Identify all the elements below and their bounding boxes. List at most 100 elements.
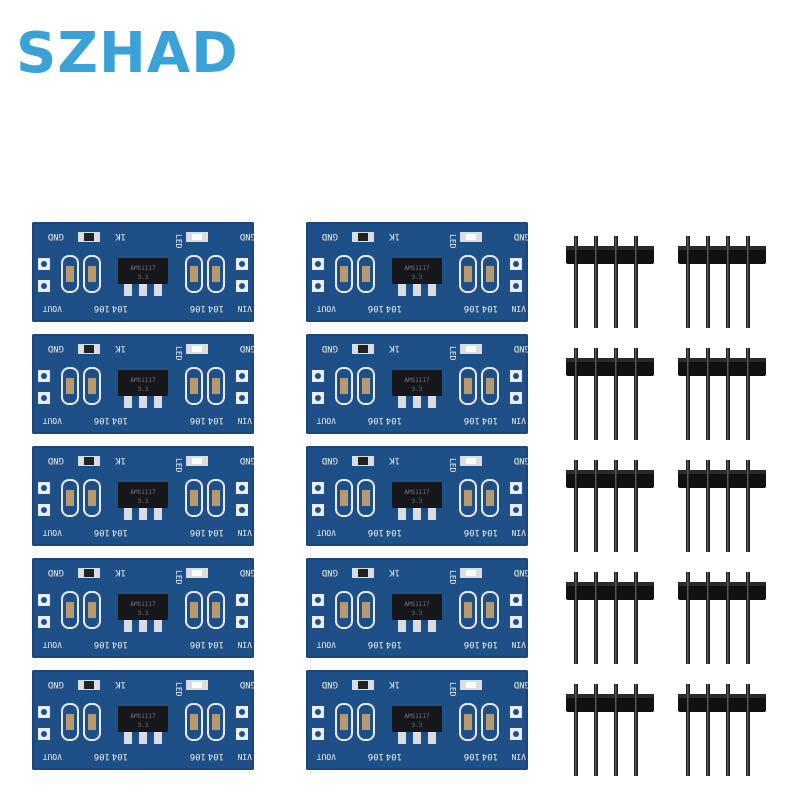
cap-106-label: 106 <box>368 303 384 313</box>
cap-right-1 <box>459 591 477 629</box>
ams1117-module-board: GND GND 1K LED <box>306 334 528 434</box>
cap-106-label: 106 <box>94 303 110 313</box>
ams1117-module-board: GND GND 1K LED <box>32 334 254 434</box>
gnd-left-label: GND <box>322 679 338 689</box>
cap-right-1 <box>185 479 203 517</box>
board-artwork: GND GND 1K LED <box>312 455 528 537</box>
pin-header-artwork <box>678 236 766 328</box>
cap-106-label: 106 <box>368 415 384 425</box>
led-label: LED <box>174 570 183 585</box>
pin-header-artwork <box>566 348 654 440</box>
board-artwork: GND GND 1K LED <box>38 679 254 761</box>
chip-marking: AMS1117 <box>130 377 156 384</box>
cap-right-1 <box>185 255 203 293</box>
resistor-label: 1K <box>389 231 400 241</box>
chip-marking: AMS1117 <box>404 489 430 496</box>
cap-106-label-right: 106 <box>464 527 480 537</box>
gnd-right-label: GND <box>514 567 528 577</box>
cap-left-1 <box>335 367 353 405</box>
pin-header <box>678 554 768 664</box>
cap-left-2 <box>83 367 101 405</box>
cap-right-2 <box>481 591 499 629</box>
cap-104-label-right: 104 <box>482 303 498 313</box>
chip-marking-2: 3.3 <box>412 610 423 617</box>
led-label: LED <box>174 458 183 473</box>
cap-106-label: 106 <box>94 751 110 761</box>
chip-marking: AMS1117 <box>130 713 156 720</box>
resistor-label: 1K <box>115 567 126 577</box>
pin-header <box>678 442 768 552</box>
chip-marking-2: 3.3 <box>412 274 423 281</box>
chip-marking: AMS1117 <box>404 377 430 384</box>
resistor-label: 1K <box>389 455 400 465</box>
ams1117-module-board: GND GND 1K LED <box>32 558 254 658</box>
gnd-left-label: GND <box>322 455 338 465</box>
regulator-chip <box>392 706 442 732</box>
ams1117-module-board: GND GND 1K LED <box>306 558 528 658</box>
cap-right-2 <box>207 255 225 293</box>
led-label: LED <box>448 234 457 249</box>
pin-header <box>566 554 656 664</box>
cap-106-label-right: 106 <box>190 639 206 649</box>
regulator-chip <box>118 482 168 508</box>
cap-right-1 <box>185 703 203 741</box>
vout-label: VOUT <box>43 528 62 537</box>
regulator-chip <box>392 594 442 620</box>
ams1117-module-board: GND GND 1K LED <box>32 446 254 546</box>
vin-label: VIN <box>511 528 526 537</box>
cap-106-label-right: 106 <box>464 415 480 425</box>
ams1117-module-board: GND GND 1K LED <box>306 446 528 546</box>
cap-right-1 <box>459 479 477 517</box>
vin-label: VIN <box>511 416 526 425</box>
pin-header-artwork <box>566 572 654 664</box>
vin-label: VIN <box>511 304 526 313</box>
board-artwork: GND GND 1K LED <box>38 343 254 425</box>
board-artwork: GND GND 1K LED <box>38 455 254 537</box>
header-plastic-body <box>566 470 654 488</box>
cap-left-1 <box>61 255 79 293</box>
ams1117-module-board: GND GND 1K LED <box>306 222 528 322</box>
vout-label: VOUT <box>43 416 62 425</box>
gnd-left-label: GND <box>322 231 338 241</box>
pin-header <box>678 218 768 328</box>
header-plastic-body <box>678 582 766 600</box>
cap-106-label: 106 <box>94 415 110 425</box>
cap-left-2 <box>83 703 101 741</box>
chip-marking-2: 3.3 <box>138 610 149 617</box>
cap-106-label: 106 <box>368 751 384 761</box>
vin-label: VIN <box>237 752 252 761</box>
cap-left-1 <box>61 591 79 629</box>
chip-marking-2: 3.3 <box>412 386 423 393</box>
gnd-left-label: GND <box>48 343 64 353</box>
cap-right-2 <box>207 479 225 517</box>
led-label: LED <box>448 570 457 585</box>
resistor-label: 1K <box>115 455 126 465</box>
cap-right-2 <box>481 255 499 293</box>
header-plastic-body <box>566 358 654 376</box>
cap-106-label-right: 106 <box>190 751 206 761</box>
gnd-right-label: GND <box>240 343 254 353</box>
vin-label: VIN <box>237 640 252 649</box>
regulator-chip <box>392 258 442 284</box>
cap-right-1 <box>185 591 203 629</box>
resistor-label: 1K <box>389 567 400 577</box>
cap-104-label-left: 104 <box>112 527 128 537</box>
pin-header <box>678 666 768 776</box>
ams1117-module-board: GND GND 1K LED <box>32 670 254 770</box>
cap-104-label-left: 104 <box>112 751 128 761</box>
cap-104-label-right: 104 <box>482 415 498 425</box>
gnd-right-label: GND <box>240 231 254 241</box>
chip-marking-2: 3.3 <box>138 498 149 505</box>
cap-104-label-right: 104 <box>482 639 498 649</box>
regulator-chip <box>118 706 168 732</box>
chip-marking-2: 3.3 <box>412 722 423 729</box>
cap-106-label: 106 <box>94 639 110 649</box>
chip-marking: AMS1117 <box>130 489 156 496</box>
cap-104-label-right: 104 <box>482 751 498 761</box>
chip-marking-2: 3.3 <box>138 722 149 729</box>
cap-left-1 <box>61 703 79 741</box>
regulator-chip <box>392 370 442 396</box>
pin-header-artwork <box>566 460 654 552</box>
cap-104-label-left: 104 <box>386 415 402 425</box>
